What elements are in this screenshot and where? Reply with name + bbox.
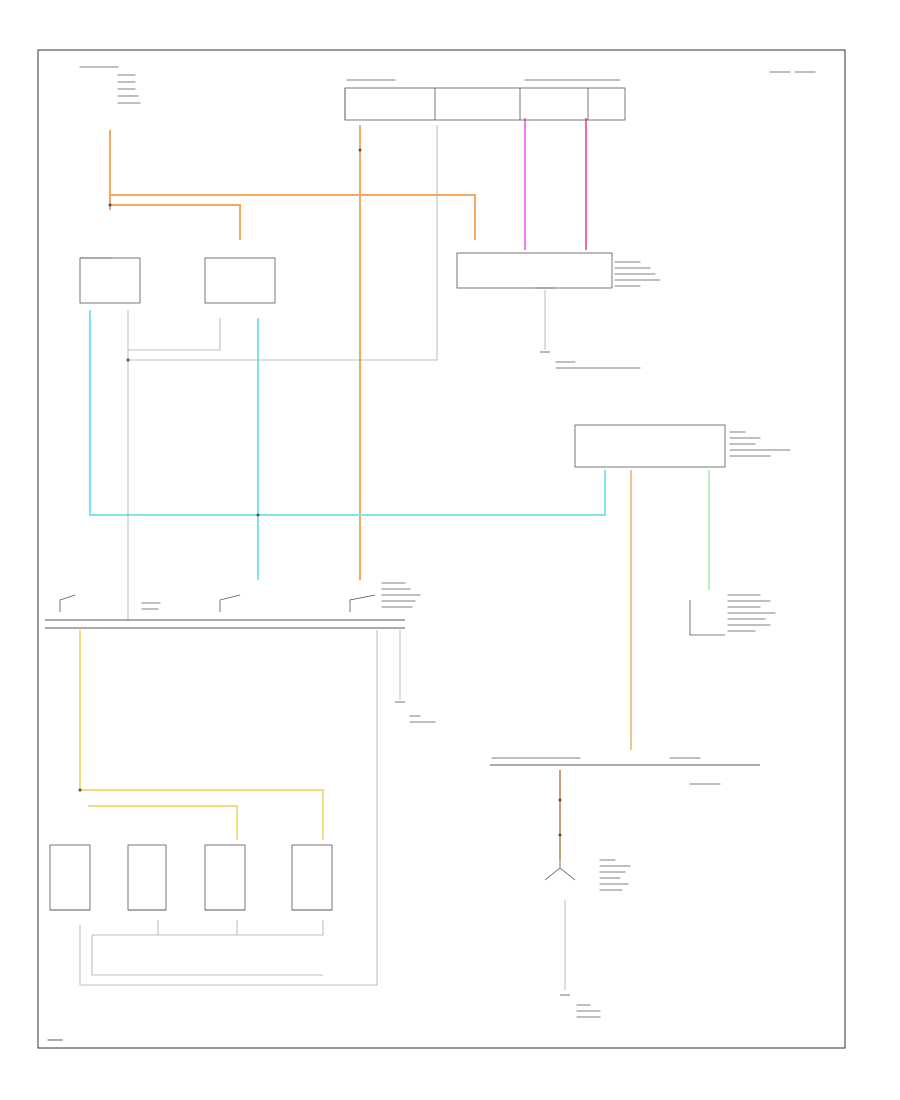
ground-center [395, 701, 436, 723]
fuse-block [344, 87, 626, 121]
left-door-switch [79, 257, 141, 304]
switch-label-text [141, 582, 421, 610]
wire-yellow [79, 630, 324, 840]
right-door-switch [204, 257, 276, 304]
wire-yellow-top [80, 789, 324, 840]
wire-gray-network [79, 125, 566, 990]
ground-bottom-right [560, 994, 601, 1018]
control-module-label-text [614, 261, 661, 287]
relay-module [689, 600, 725, 636]
splice-points [78, 148, 562, 837]
connector-line [490, 757, 760, 785]
door-jamb-switches [59, 594, 376, 612]
diagram-frame [37, 49, 846, 1049]
hot-at-all-times-label-text [79, 66, 141, 104]
dome-lamp-switch-label-text [599, 859, 631, 891]
body-control-module-label-text [729, 431, 791, 457]
courtesy-lamps [49, 844, 333, 911]
wire-yellow-mid [88, 805, 238, 840]
dome-lamp-switch [544, 860, 576, 881]
wire-cyan [89, 310, 606, 580]
ground-top-right [540, 351, 641, 369]
relay-module-label-text [727, 594, 776, 632]
switch-bus [45, 619, 405, 629]
control-module [456, 252, 613, 289]
wire-orange [109, 125, 476, 580]
wire-orange-main [110, 194, 476, 240]
wire-cyan-main [89, 310, 606, 516]
body-control-module [574, 424, 726, 468]
wire-orange-branch-right-switch [110, 204, 241, 240]
